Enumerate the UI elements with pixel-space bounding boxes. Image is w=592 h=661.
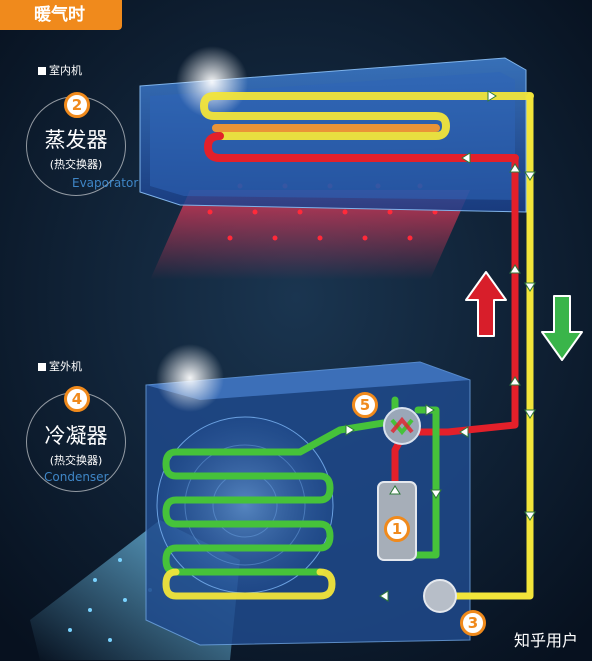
evaporator-english: Evaporator: [72, 176, 139, 190]
flow-arrow-icon: [345, 90, 536, 602]
fan-grille: [156, 416, 334, 594]
up-arrow-icon: [465, 271, 507, 337]
condenser-name: 冷凝器: [44, 424, 108, 448]
evaporator-number: 2: [64, 92, 90, 118]
evaporator-coil: [200, 92, 534, 162]
square-icon: [38, 363, 46, 371]
down-arrow-icon: [541, 295, 583, 361]
mode-badge: 暖气时: [0, 0, 122, 30]
compressor-number: 1: [384, 516, 410, 542]
four-way-valve: [383, 407, 421, 445]
evaporator-name: 蒸发器: [44, 128, 108, 152]
condenser-number: 4: [64, 386, 90, 412]
indoor-unit-label: 室内机: [38, 64, 82, 78]
condenser-english: Condenser: [44, 470, 109, 484]
outdoor-unit: [145, 344, 471, 646]
expansion-valve: [423, 579, 457, 613]
watermark: 知乎用户: [513, 631, 578, 650]
evaporator-subtitle: (热交换器): [49, 158, 103, 171]
four-way-valve-number: 5: [352, 392, 378, 418]
square-icon: [38, 67, 46, 75]
refrigerant-lines: [162, 92, 534, 600]
outdoor-unit-label: 室外机: [38, 360, 82, 374]
condenser-subtitle: (热交换器): [49, 454, 103, 467]
expansion-valve-number: 3: [460, 610, 486, 636]
